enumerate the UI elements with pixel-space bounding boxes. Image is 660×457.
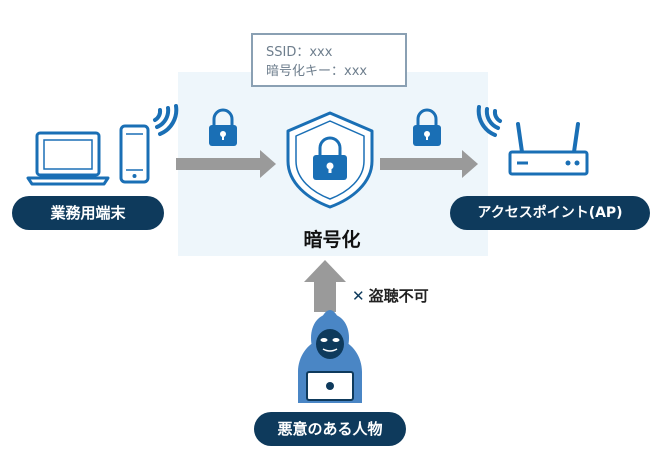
- blocked-text: 盗聴不可: [368, 287, 429, 305]
- cross-icon: ✕: [352, 287, 365, 305]
- wifi-icon: [153, 104, 179, 136]
- ssid-info-box: SSID：xxx 暗号化キー：xxx: [251, 33, 407, 87]
- smartphone-icon: [119, 124, 150, 184]
- arrow-client-to-encryption: [176, 150, 276, 178]
- encryption-key-line: 暗号化キー：xxx: [266, 64, 368, 79]
- access-point-label: アクセスポイント(AP): [450, 196, 650, 230]
- arrow-attacker-up: [304, 260, 346, 312]
- hooded-hacker-icon: [298, 310, 362, 403]
- router-icon: [508, 122, 589, 176]
- laptop-icon: [26, 131, 110, 186]
- eavesdrop-blocked-label: ✕盗聴不可: [352, 285, 429, 306]
- wifi-icon: [476, 105, 502, 137]
- ssid-line: SSID：xxx: [266, 45, 333, 60]
- encryption-label: 暗号化: [303, 229, 361, 251]
- shield-lock-icon: [286, 111, 374, 209]
- client-label: 業務用端末: [12, 196, 164, 230]
- lock-icon: [413, 108, 441, 146]
- arrow-encryption-to-ap: [380, 150, 478, 178]
- lock-icon: [209, 108, 237, 146]
- attacker-label: 悪意のある人物: [254, 412, 406, 446]
